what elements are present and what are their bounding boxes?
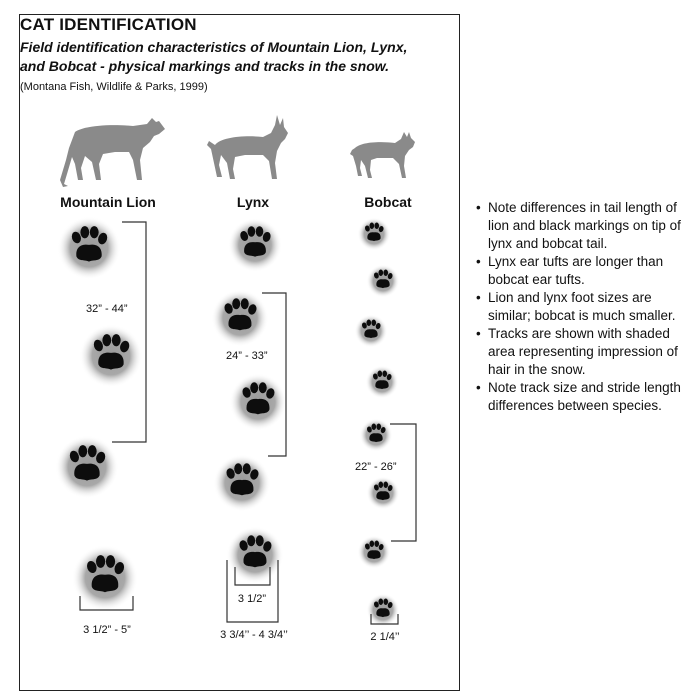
bobcat-track	[357, 217, 391, 251]
note-item: Note track size and stride length differ…	[474, 379, 694, 415]
bobcat-silhouette	[350, 132, 415, 178]
note-item: Lynx ear tufts are longer than bobcat ea…	[474, 253, 694, 289]
mountain-lion-track	[57, 216, 121, 280]
lynx-track	[211, 289, 269, 347]
bobcat-width-bracket	[370, 614, 399, 625]
mountain-lion-width-bracket	[79, 596, 134, 611]
bobcat-stride-label: 22” - 26”	[353, 461, 399, 473]
note-item: Note differences in tail length of lion …	[474, 199, 694, 253]
mountain-lion-silhouette	[60, 118, 165, 187]
lynx-inner-width-label: 3 1/2”	[237, 593, 267, 605]
note-item: Lion and lynx foot sizes are similar; bo…	[474, 289, 694, 325]
notes-list: Note differences in tail length of lion …	[474, 199, 694, 415]
lynx-track	[229, 373, 287, 431]
lynx-stride-label: 24” - 33”	[224, 350, 270, 362]
bobcat-track	[366, 476, 400, 510]
mountain-lion-tracks	[55, 216, 143, 611]
bobcat-track	[365, 365, 399, 399]
lynx-stride-bracket	[262, 292, 287, 457]
citation: (Montana Fish, Wildlife & Parks, 1999)	[20, 81, 208, 93]
subtitle-text: Field identification characteristics of …	[20, 39, 408, 74]
mountain-lion-track	[55, 435, 119, 499]
bobcat-track	[357, 535, 391, 569]
bobcat-width-label: 2 1/4’’	[370, 631, 400, 643]
column-heading-bobcat: Bobcat	[364, 194, 412, 210]
column-heading-lynx: Lynx	[236, 194, 270, 210]
bobcat-track	[359, 418, 393, 452]
lynx-track	[228, 218, 282, 272]
bobcat-track	[366, 264, 400, 298]
lynx-outer-width-label: 3 3/4’’ - 4 3/4’’	[220, 629, 288, 641]
page-title: CAT IDENTIFICATION	[20, 15, 197, 34]
bobcat-track	[354, 314, 388, 348]
mountain-lion-stride-label: 32” - 44”	[84, 303, 130, 315]
lynx-tracks	[211, 218, 287, 584]
mountain-lion-stride-bracket	[112, 221, 147, 443]
lynx-outer-width-bracket	[226, 560, 279, 623]
mountain-lion-width-label: 3 1/2” - 5”	[83, 624, 131, 636]
lynx-silhouette	[207, 115, 288, 179]
mountain-lion-track	[72, 545, 138, 611]
page-subtitle: Field identification characteristics of …	[20, 38, 435, 97]
column-heading-mountain-lion: Mountain Lion	[60, 194, 156, 210]
lynx-inner-width-bracket	[234, 567, 271, 586]
note-item: Tracks are shown with shaded area repres…	[474, 325, 694, 379]
bobcat-tracks	[354, 217, 400, 627]
bobcat-stride-bracket	[390, 423, 417, 542]
mountain-lion-track	[79, 324, 143, 388]
lynx-track	[213, 454, 271, 512]
